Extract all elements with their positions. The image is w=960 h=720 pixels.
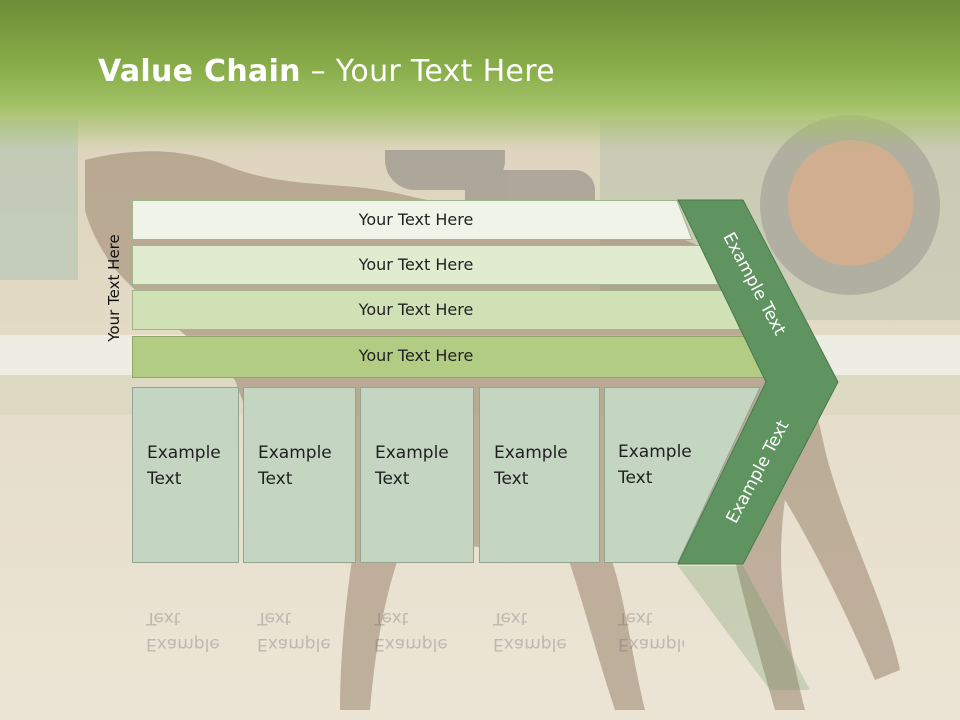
banner-3[interactable]: Your Text Here xyxy=(132,290,741,330)
page-title: Value Chain – Your Text Here xyxy=(98,54,555,89)
banner-1[interactable]: Your Text Here xyxy=(132,200,693,240)
banner-2-label: Your Text Here xyxy=(358,255,474,274)
title-bar xyxy=(0,0,960,150)
banner-1-label: Your Text Here xyxy=(358,210,474,229)
title-rest: – Your Text Here xyxy=(300,54,555,89)
banner-4-label: Your Text Here xyxy=(358,346,474,365)
banner-2[interactable]: Your Text Here xyxy=(132,245,719,285)
banner-3-label: Your Text Here xyxy=(358,300,474,319)
title-bold: Value Chain xyxy=(98,54,301,89)
